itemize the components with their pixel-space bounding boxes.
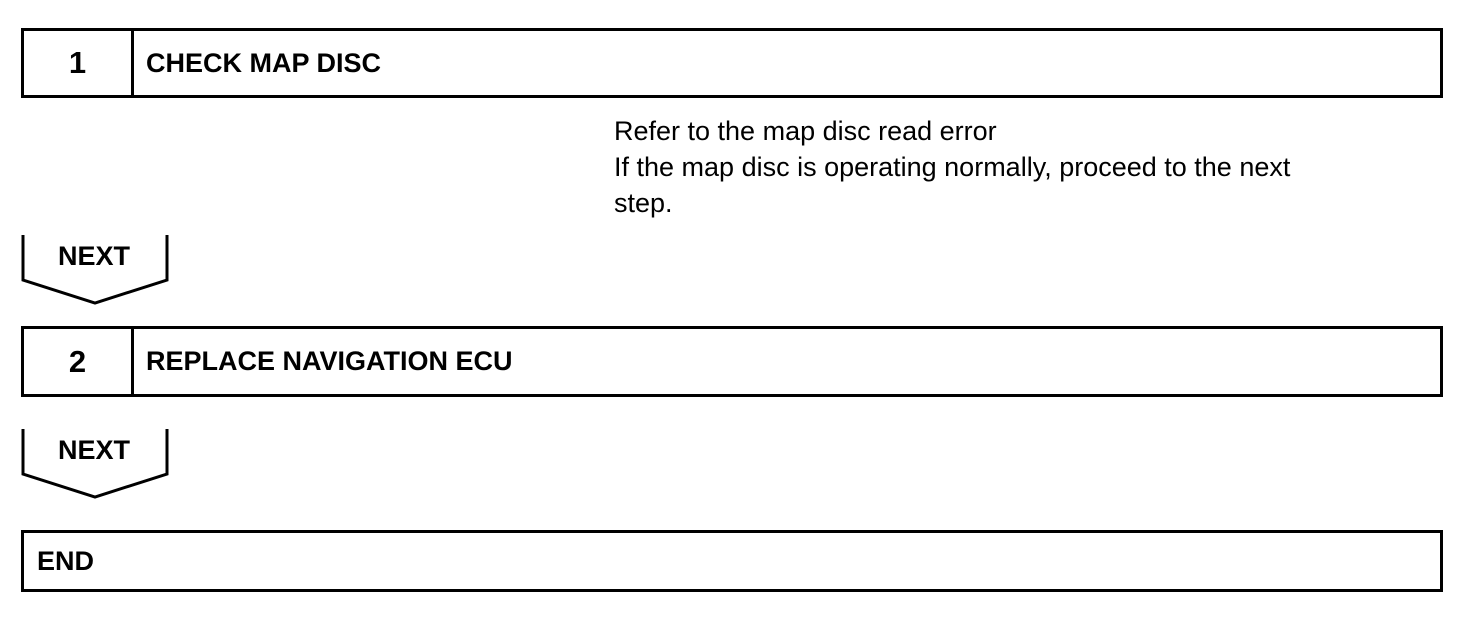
step-number: 2 [24,329,134,394]
step-title: REPLACE NAVIGATION ECU [146,346,513,376]
next-arrow-marker: NEXT [21,427,169,499]
step-2-box: 2 REPLACE NAVIGATION ECU [21,326,1443,397]
note-line: step. [614,188,673,218]
step-1-note: Refer to the map disc read error If the … [614,113,1414,221]
note-line: Refer to the map disc read error [614,116,997,146]
next-arrow-icon [21,235,169,305]
end-label: END [37,545,95,576]
end-box: END [21,530,1443,592]
step-title: CHECK MAP DISC [146,47,382,78]
next-label: NEXT [57,241,130,271]
next-label: NEXT [57,435,130,465]
next-arrow-marker: NEXT [21,233,169,305]
next-arrow-icon [21,429,169,499]
step-1-box: 1 CHECK MAP DISC [21,28,1443,98]
note-line: If the map disc is operating normally, p… [614,152,1291,182]
step-number: 1 [24,31,134,95]
